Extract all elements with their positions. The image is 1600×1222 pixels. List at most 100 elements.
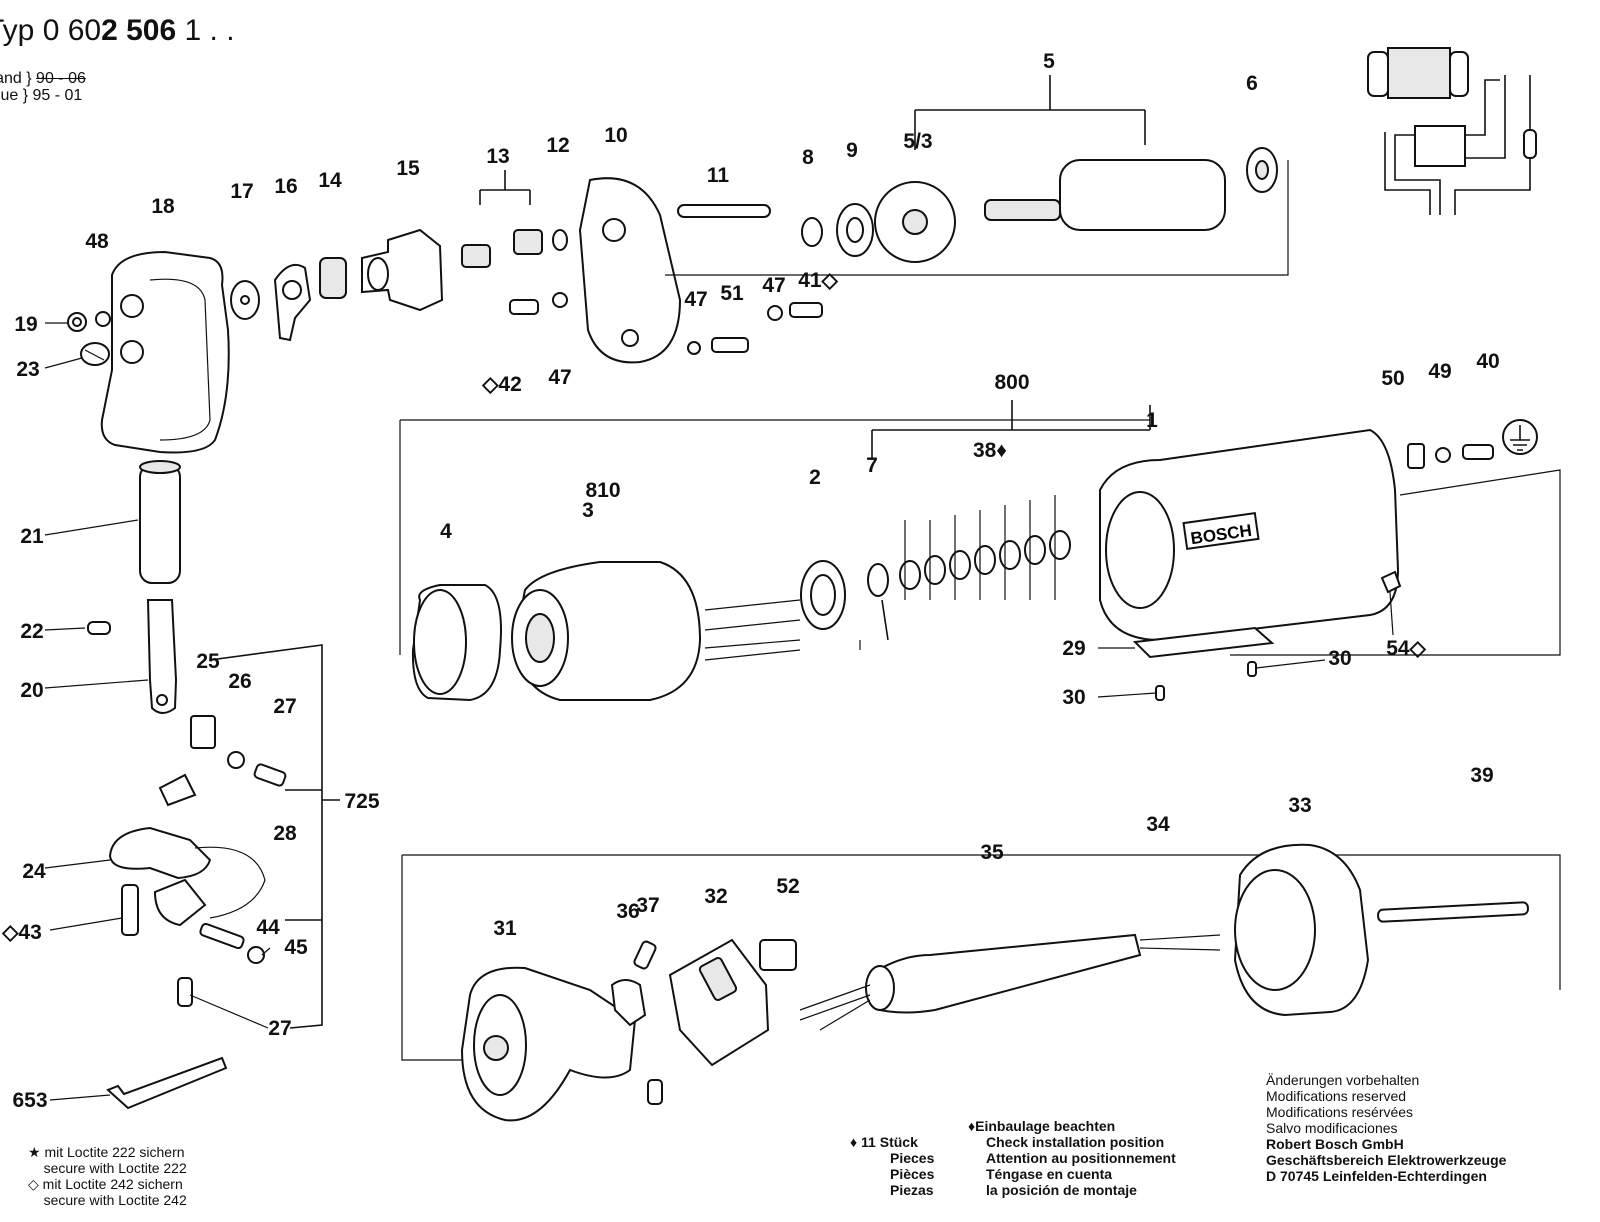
installation-fr: Attention au positionnement <box>986 1150 1176 1166</box>
ring-2 <box>800 560 846 630</box>
shaft-11 <box>677 204 771 218</box>
star-note-de: mit Loctite 222 sichern <box>44 1144 185 1160</box>
callout-label: 48 <box>85 230 109 253</box>
callout-label: 27 <box>273 695 296 718</box>
callout-label: 30 <box>1062 686 1085 709</box>
screw-40 <box>1462 444 1494 460</box>
washer-47a <box>552 292 568 308</box>
legal-line-4: Salvo modificaciones <box>1266 1120 1398 1136</box>
ring-4 <box>411 584 502 702</box>
callout-label: 37 <box>636 894 659 917</box>
assembly-frame-middle <box>399 419 1561 656</box>
callout-label: 5 <box>1043 50 1055 73</box>
callout-label: 12 <box>546 134 569 157</box>
switch-32 <box>668 938 770 1067</box>
callout-label: 19 <box>14 313 37 336</box>
pieces-es: Piezas <box>890 1182 934 1198</box>
legal-line-1: Änderungen vorbehalten <box>1266 1072 1420 1088</box>
legal-line-7: D 70745 Leinfelden-Echterdingen <box>1266 1168 1487 1184</box>
callout-label: 52 <box>776 875 799 898</box>
assembly-frame-bottom <box>401 854 1561 1061</box>
bracket-16 <box>273 264 312 342</box>
screw-51 <box>711 337 749 353</box>
callout-label: 40 <box>1476 350 1499 373</box>
type-designation: Typ 0 602 506 1 . . <box>0 14 235 48</box>
clamp-36 <box>610 979 647 1027</box>
washer-8 <box>801 217 823 247</box>
callout-label: 51 <box>720 282 744 305</box>
callout-label: 35 <box>980 841 1004 864</box>
typ-number-c: 1 . . <box>184 14 235 47</box>
stand-block: Stand } 90 - 06 Issue } 95 - 01 <box>0 70 86 104</box>
callout-label: 4 <box>440 520 452 543</box>
cable-35 <box>799 933 1142 1031</box>
washer-26 <box>227 751 245 769</box>
callout-label: 26 <box>228 670 251 693</box>
issue-label: Issue <box>0 87 19 104</box>
washer-47b <box>687 341 701 355</box>
callout-label: 7 <box>866 454 878 477</box>
callout-label: 36 <box>616 900 639 923</box>
field-3 <box>511 561 801 701</box>
diamond-note-de: mit Loctite 242 sichern <box>42 1176 183 1192</box>
callout-label: 30 <box>1328 647 1351 670</box>
callout-label: 17 <box>230 180 253 203</box>
callout-label: ◇43 <box>1 921 42 944</box>
callout-label: 9 <box>846 139 858 162</box>
installation-de: Einbaulage beachten <box>975 1118 1116 1134</box>
bearing-9 <box>836 203 874 257</box>
callout-label: 16 <box>274 175 297 198</box>
stand-old: 90 - 06 <box>36 70 86 87</box>
flange-10 <box>578 177 682 364</box>
screw-42 <box>509 299 539 315</box>
bracket-725 <box>209 644 340 1029</box>
legal-block: Änderungen vorbehalten Modifications res… <box>1266 1072 1506 1184</box>
pinion-14 <box>319 257 347 299</box>
callout-label: 11 <box>707 164 730 187</box>
screw-30b <box>1247 661 1257 677</box>
end-cap-31 <box>460 966 637 1122</box>
brush-set-38 <box>871 400 1151 600</box>
clip-50 <box>1407 443 1425 469</box>
screw-27a <box>253 763 287 787</box>
washer-12 <box>552 229 568 251</box>
callout-label: 33 <box>1288 794 1311 817</box>
ground-symbol-icon <box>1502 419 1538 455</box>
callout-label: 14 <box>318 169 342 192</box>
callout-label: 54◇ <box>1386 637 1426 660</box>
star-note-en: secure with Loctite 222 <box>43 1160 187 1176</box>
cable-34 <box>1139 934 1221 951</box>
bearing-6 <box>1246 147 1278 193</box>
gear-head-housing-18 <box>100 250 230 454</box>
screw-star <box>647 1079 663 1105</box>
callout-label: 47 <box>762 274 785 297</box>
callout-label: 39 <box>1470 764 1493 787</box>
callout-label: 20 <box>20 679 43 702</box>
callout-label: 22 <box>20 620 43 643</box>
nut-45 <box>247 946 265 964</box>
callout-label: 44 <box>256 916 280 939</box>
callout-label: 21 <box>20 525 44 548</box>
callout-label: 810 <box>585 479 620 502</box>
installation-es1: Téngase en cuenta <box>986 1166 1113 1182</box>
callout-label: 29 <box>1062 637 1085 660</box>
typ-prefix: Typ <box>0 14 35 47</box>
callout-label: 653 <box>12 1089 47 1112</box>
callout-label: 23 <box>16 358 39 381</box>
stand-label: Stand <box>0 70 22 87</box>
legal-line-2: Modifications reserved <box>1266 1088 1407 1104</box>
assembly-line-top <box>665 160 1289 276</box>
screw-30a <box>1155 685 1165 701</box>
callout-label: 8 <box>802 146 814 169</box>
motor-housing-1: BOSCH <box>1099 428 1400 642</box>
callout-label: 34 <box>1146 813 1170 836</box>
pieces-en: Pieces <box>890 1150 935 1166</box>
screw-39 <box>1377 901 1529 923</box>
callout-label: 25 <box>196 650 220 673</box>
washer-47c <box>767 305 783 321</box>
callout-label: 6 <box>1246 72 1258 95</box>
gear-15 <box>361 228 444 312</box>
screw-19 <box>67 312 87 332</box>
gear-set-13 <box>461 170 543 268</box>
